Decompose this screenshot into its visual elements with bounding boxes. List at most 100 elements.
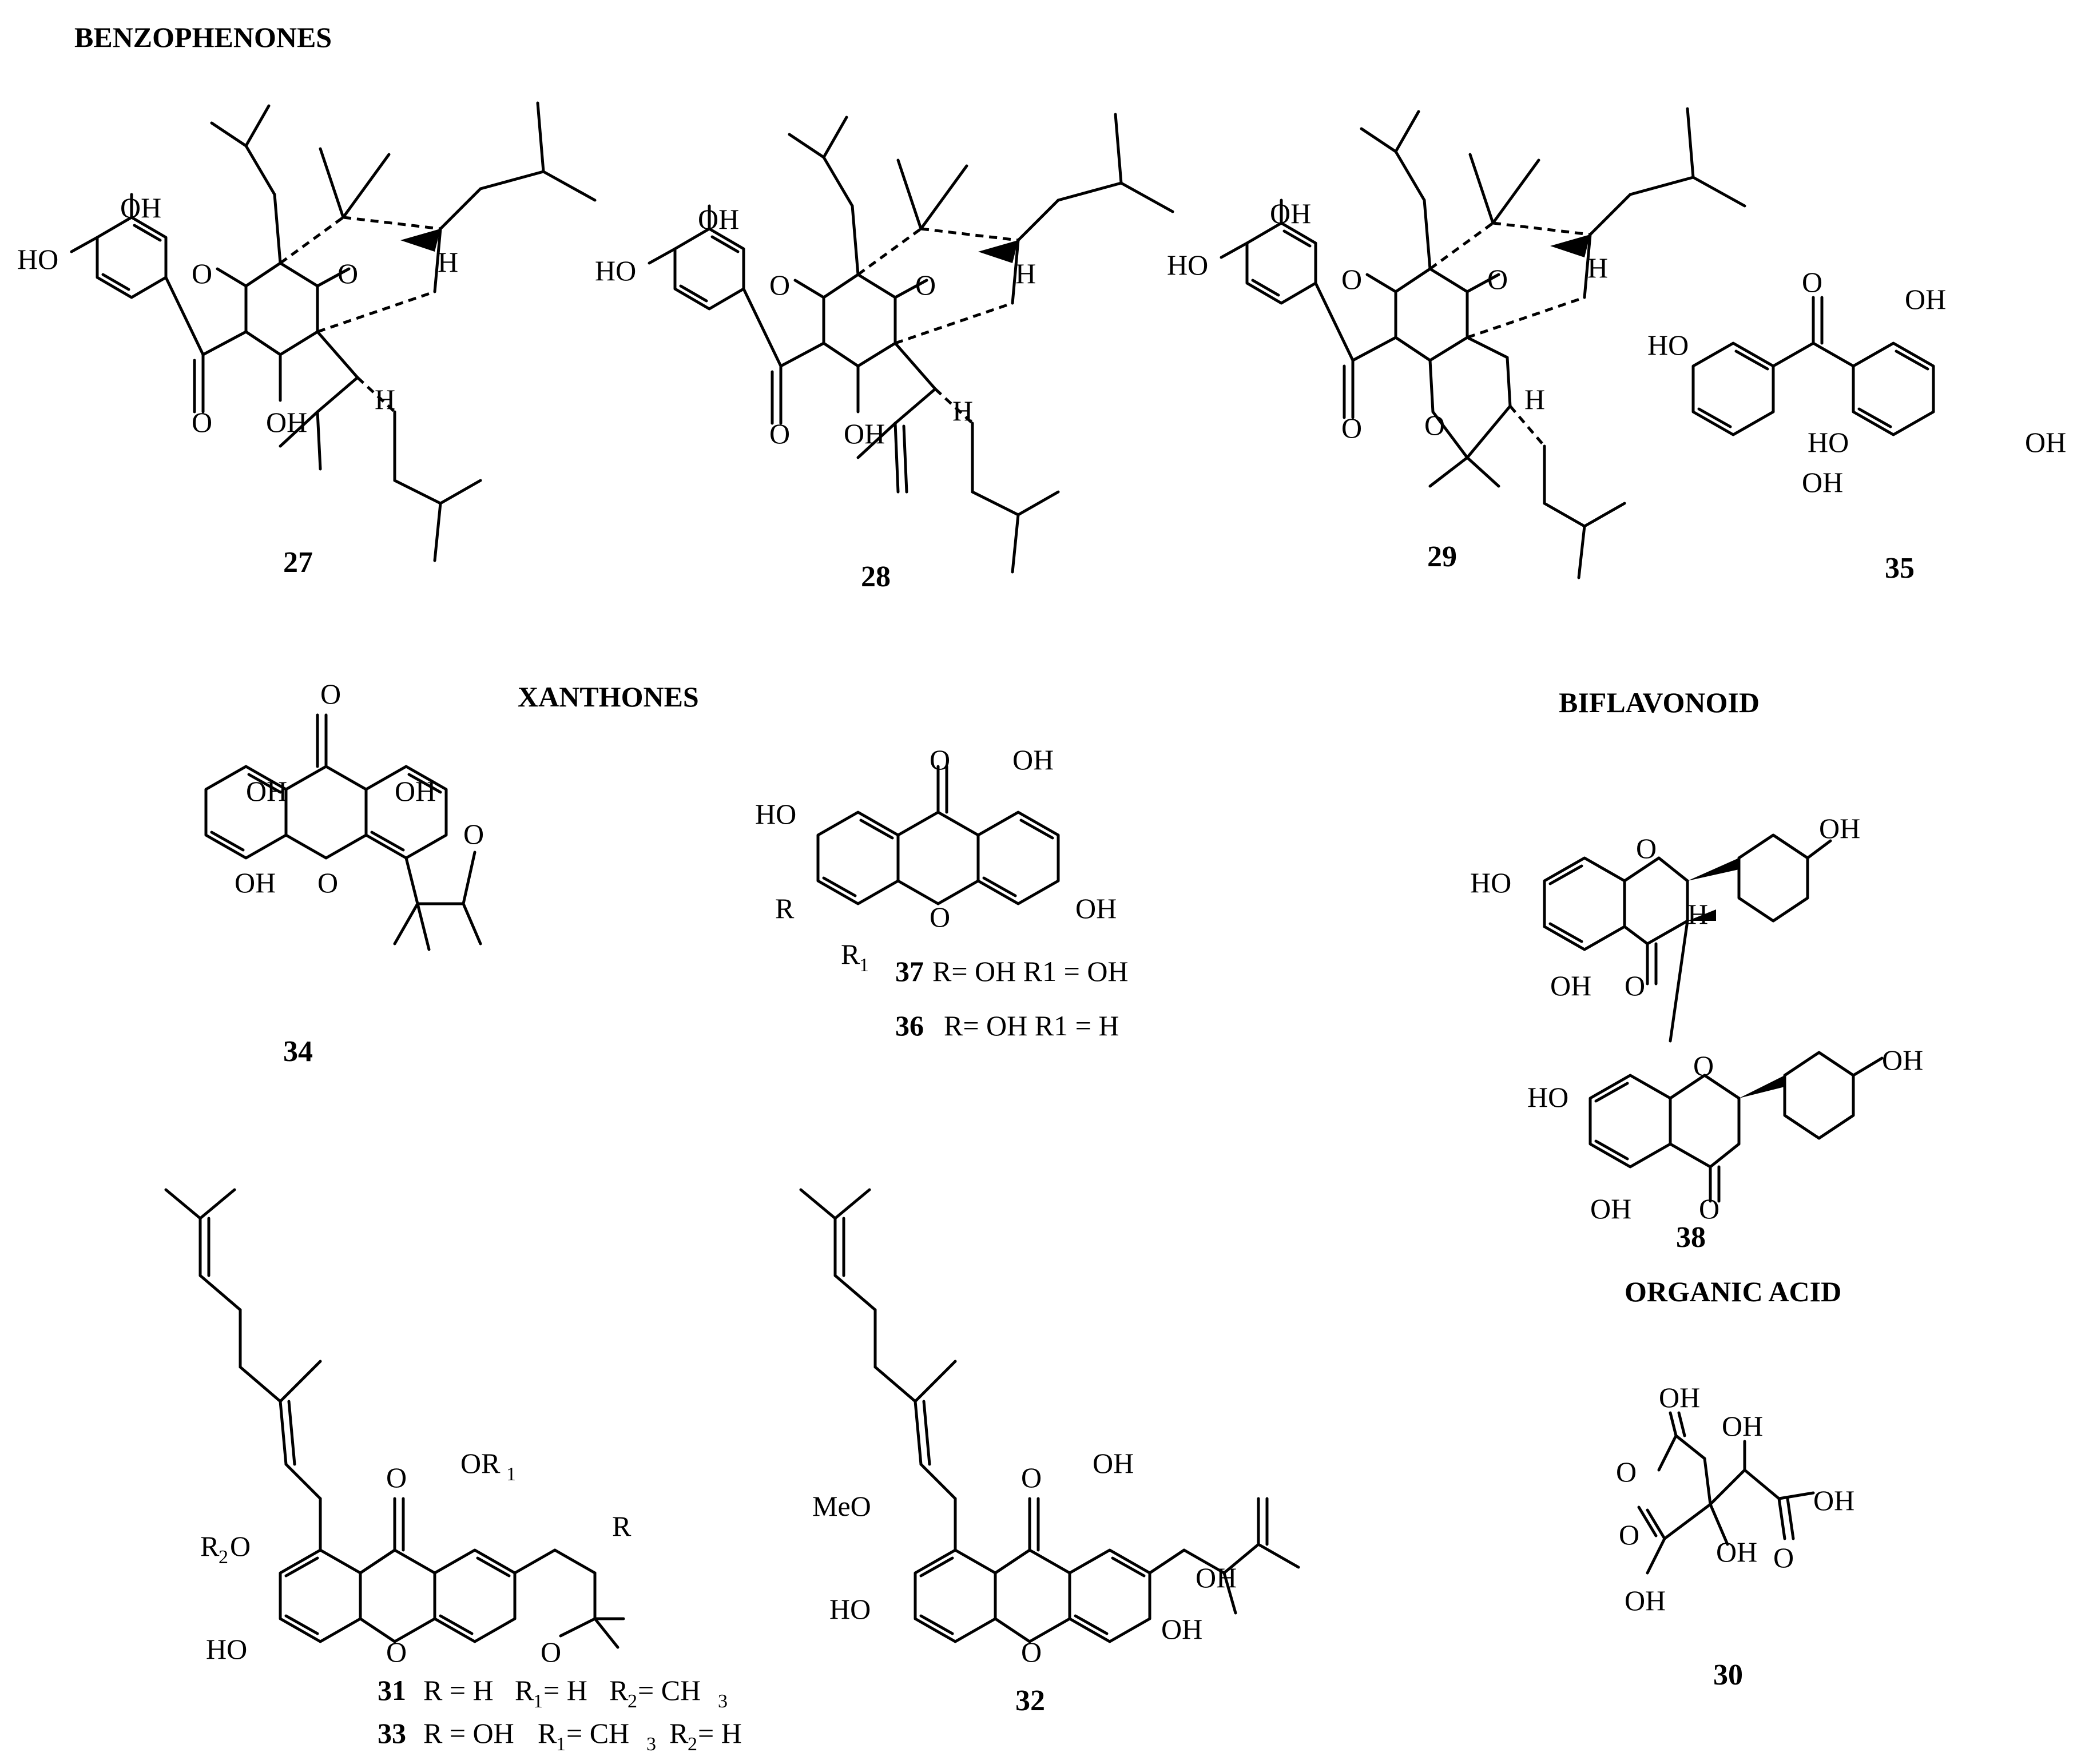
c37-o-carbonyl: O xyxy=(930,744,950,776)
c34-o-furan: O xyxy=(463,818,484,850)
c38-ho-bottom-left: HO xyxy=(1527,1081,1568,1113)
c31-cap-r2-sub: 2 xyxy=(628,1691,637,1712)
c35-ho-mid: HO xyxy=(1808,426,1849,458)
c28-o-left: O xyxy=(769,269,790,301)
c33-cap-r: R = OH xyxy=(423,1717,514,1749)
c30-oh-mid-top: OH xyxy=(1722,1410,1763,1442)
compound-34-label: 34 xyxy=(283,1035,313,1068)
c34-oh-bottom: OH xyxy=(235,867,276,899)
c27-oh-bottom: OH xyxy=(266,406,307,438)
c27-ho-left: HO xyxy=(17,243,58,275)
compound-33-caption: 33 R = OH R 1 = CH 3 R 2 = H xyxy=(378,1717,742,1755)
compound-29-label: 29 xyxy=(1427,541,1457,573)
c29-o-ring: O xyxy=(1424,409,1445,441)
c31-r-label: R xyxy=(612,1510,632,1542)
compound-28-structure: OH HO O O O OH H H xyxy=(595,113,1174,574)
compound-27-structure: OH HO O O O OH H H xyxy=(17,101,597,562)
c29-o-right: O xyxy=(1487,263,1508,295)
compound-27-label: 27 xyxy=(283,546,313,579)
compound-38-label: 38 xyxy=(1676,1221,1706,1254)
c33-cap-r2: R xyxy=(669,1717,689,1749)
c28-h-bottom: H xyxy=(952,395,973,427)
c28-o-carbonyl: O xyxy=(769,418,790,450)
c30-o-left: O xyxy=(1619,1519,1639,1551)
compound-32-label: 32 xyxy=(1015,1684,1045,1717)
title-organic-acid: ORGANIC ACID xyxy=(1625,1276,1841,1308)
compound-28-label: 28 xyxy=(861,561,891,593)
c27-o-carbonyl: O xyxy=(192,406,212,438)
c34-oh-top-right: OH xyxy=(395,775,436,807)
c34-o-ring: O xyxy=(317,867,338,899)
compound-31-caption: 31 R = H R 1 = H R 2 = CH 3 xyxy=(378,1674,728,1712)
compound-35-label: 35 xyxy=(1885,552,1915,585)
c35-oh-bottom: OH xyxy=(1802,466,1843,498)
c31-cap-r: R = H xyxy=(423,1674,494,1706)
title-benzophenones: BENZOPHENONES xyxy=(74,21,332,53)
c29-h-bottom: H xyxy=(1524,383,1545,415)
compound-34-structure: OH O OH O O OH xyxy=(204,678,484,951)
compound-35-structure: HO O OH HO OH OH xyxy=(1647,266,2066,498)
c34-o-carbonyl: O xyxy=(320,678,341,710)
c32-o-ring: O xyxy=(1021,1636,1042,1668)
c37-oh-right: OH xyxy=(1075,892,1117,924)
compound-29-structure: OH HO O O O O H H xyxy=(1167,107,1746,579)
c37-o-ring: O xyxy=(930,901,950,933)
compound-36-label: 36 xyxy=(895,1010,924,1042)
c33-cap-r1-val-sub: 3 xyxy=(646,1734,656,1755)
c27-h-right: H xyxy=(438,246,458,278)
c31-r2o-label: R xyxy=(200,1530,220,1562)
c38-oh-bottom: OH xyxy=(1590,1193,1631,1225)
c28-h-right: H xyxy=(1015,257,1036,289)
c32-o-carbonyl: O xyxy=(1021,1461,1042,1493)
c33-cap-r2-val: = H xyxy=(698,1717,742,1749)
c35-oh-right: OH xyxy=(2025,426,2066,458)
c30-oh-right: OH xyxy=(1813,1484,1854,1516)
c31-o-carbonyl: O xyxy=(386,1461,407,1493)
c33-cap-r1: R xyxy=(538,1717,557,1749)
c31-ho: HO xyxy=(206,1633,247,1665)
c38-ho-top-left: HO xyxy=(1470,867,1511,899)
c35-oh-top-right: OH xyxy=(1905,283,1946,315)
c30-oh-center: OH xyxy=(1716,1536,1757,1568)
c28-oh-top: OH xyxy=(698,203,739,235)
c32-oh-side: OH xyxy=(1196,1562,1237,1594)
compound-33-label: 33 xyxy=(378,1717,406,1749)
c38-o-ring-bottom: O xyxy=(1693,1050,1714,1082)
c29-o-carbonyl: O xyxy=(1341,412,1362,444)
c32-ho: HO xyxy=(829,1593,871,1625)
c37-r-label: R xyxy=(775,892,795,924)
compound-36-caption: R= OH R1 = H xyxy=(944,1010,1119,1042)
c32-oh-right: OH xyxy=(1161,1613,1202,1645)
compound-30-label: 30 xyxy=(1713,1659,1743,1691)
c30-o-right: O xyxy=(1773,1541,1794,1574)
c35-ho-left: HO xyxy=(1647,329,1689,361)
c27-o-left: O xyxy=(192,257,212,289)
c31-cap-r1-sub: 1 xyxy=(533,1691,543,1712)
c29-o-left: O xyxy=(1341,263,1362,295)
c37-r1-sub: 1 xyxy=(859,955,869,976)
c34-oh-top-left: OH xyxy=(246,775,287,807)
c31-r2o-sub: 2 xyxy=(219,1547,228,1568)
c27-h-bottom: H xyxy=(375,383,395,415)
c30-o-top: O xyxy=(1616,1456,1637,1488)
c32-oh-top: OH xyxy=(1093,1447,1134,1479)
c31-r2o-o: O xyxy=(230,1530,251,1562)
compound-37-label: 37 xyxy=(895,955,924,987)
c29-oh-top: OH xyxy=(1270,197,1311,229)
compound-31-33-structure: R 2 O HO O OR 1 O O R xyxy=(164,1188,632,1668)
c31-cap-r1: R xyxy=(515,1674,534,1706)
c27-o-right: O xyxy=(337,257,358,289)
compound-37-caption: R= OH R1 = OH xyxy=(932,955,1129,987)
title-xanthones: XANTHONES xyxy=(518,681,699,713)
compound-30-structure: OH O OH OH O OH O OH xyxy=(1616,1381,1854,1616)
c31-or1-label: OR xyxy=(460,1447,501,1479)
c37-r1-label: R xyxy=(841,938,860,970)
c38-o-carbonyl-top: O xyxy=(1625,970,1645,1002)
c38-oh-mid-right: OH xyxy=(1882,1044,1923,1076)
c31-or1-sub: 1 xyxy=(506,1464,516,1485)
c37-oh-top: OH xyxy=(1012,744,1054,776)
c31-cap-r2: R xyxy=(609,1674,629,1706)
c33-cap-r1-val: = CH xyxy=(566,1717,629,1749)
c38-h: H xyxy=(1687,898,1708,930)
